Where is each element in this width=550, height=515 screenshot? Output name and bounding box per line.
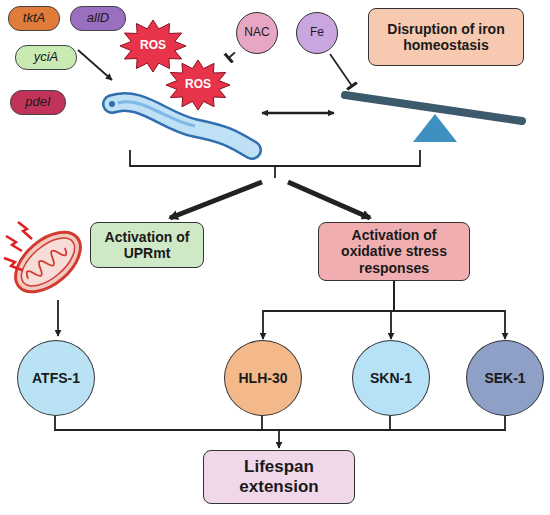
star-shape <box>166 60 230 110</box>
factor-circle: SKN-1 <box>352 340 430 416</box>
node-label: Disruption of iron homeostasis <box>375 21 517 53</box>
bracket <box>130 150 420 178</box>
node-label: allD <box>87 11 109 26</box>
node-label: ATFS-1 <box>32 370 80 386</box>
mito-arrow <box>57 300 59 336</box>
bracket <box>55 416 505 430</box>
process-box: Disruption of iron homeostasis <box>368 8 524 66</box>
worm <box>109 101 252 150</box>
node-label: ROS <box>140 39 166 53</box>
node-label: SKN-1 <box>370 370 412 386</box>
node-label: tktA <box>23 11 45 26</box>
inhibitor-circle: Fe <box>296 12 338 54</box>
mitochondrion <box>4 221 91 304</box>
node-label: Lifespan extension <box>210 457 348 496</box>
node-label: Activation of oxidative stress responses <box>325 227 463 275</box>
fe-inhibit <box>330 54 352 86</box>
node-label: ROS <box>185 78 211 92</box>
bracket-arrow <box>278 430 280 448</box>
gene-arrow <box>78 50 112 80</box>
connector <box>263 281 394 339</box>
connector <box>229 52 235 58</box>
thick-arrow <box>288 182 370 218</box>
gene-pill: pdeI <box>10 90 66 115</box>
factor-circle: SEK-1 <box>466 340 544 416</box>
gene-pill: tktA <box>8 6 60 31</box>
ros-star: ROS <box>120 20 186 72</box>
factor-circle: HLH-30 <box>224 340 302 416</box>
connector <box>394 281 505 339</box>
gene-pill: allD <box>70 6 126 31</box>
double-arrow <box>262 112 334 115</box>
factor-circle: ATFS-1 <box>17 340 95 416</box>
gene-pill: yciA <box>15 45 77 70</box>
node-label: Fe <box>310 26 324 40</box>
node-label: Activation of UPRmt <box>97 229 197 261</box>
process-box: Activation of UPRmt <box>90 222 204 268</box>
outcome-box: Lifespan extension <box>203 450 355 504</box>
node-label: pdeI <box>25 95 50 110</box>
star-shape <box>120 20 186 72</box>
node-label: HLH-30 <box>238 370 287 386</box>
inhibitor-circle: NAC <box>236 12 278 54</box>
node-label: SEK-1 <box>484 370 525 386</box>
process-box: Activation of oxidative stress responses <box>318 222 470 281</box>
node-label: yciA <box>34 50 59 65</box>
ros-star: ROS <box>166 60 230 110</box>
thick-arrow <box>170 182 262 218</box>
seesaw <box>345 95 522 142</box>
node-label: NAC <box>244 26 269 40</box>
